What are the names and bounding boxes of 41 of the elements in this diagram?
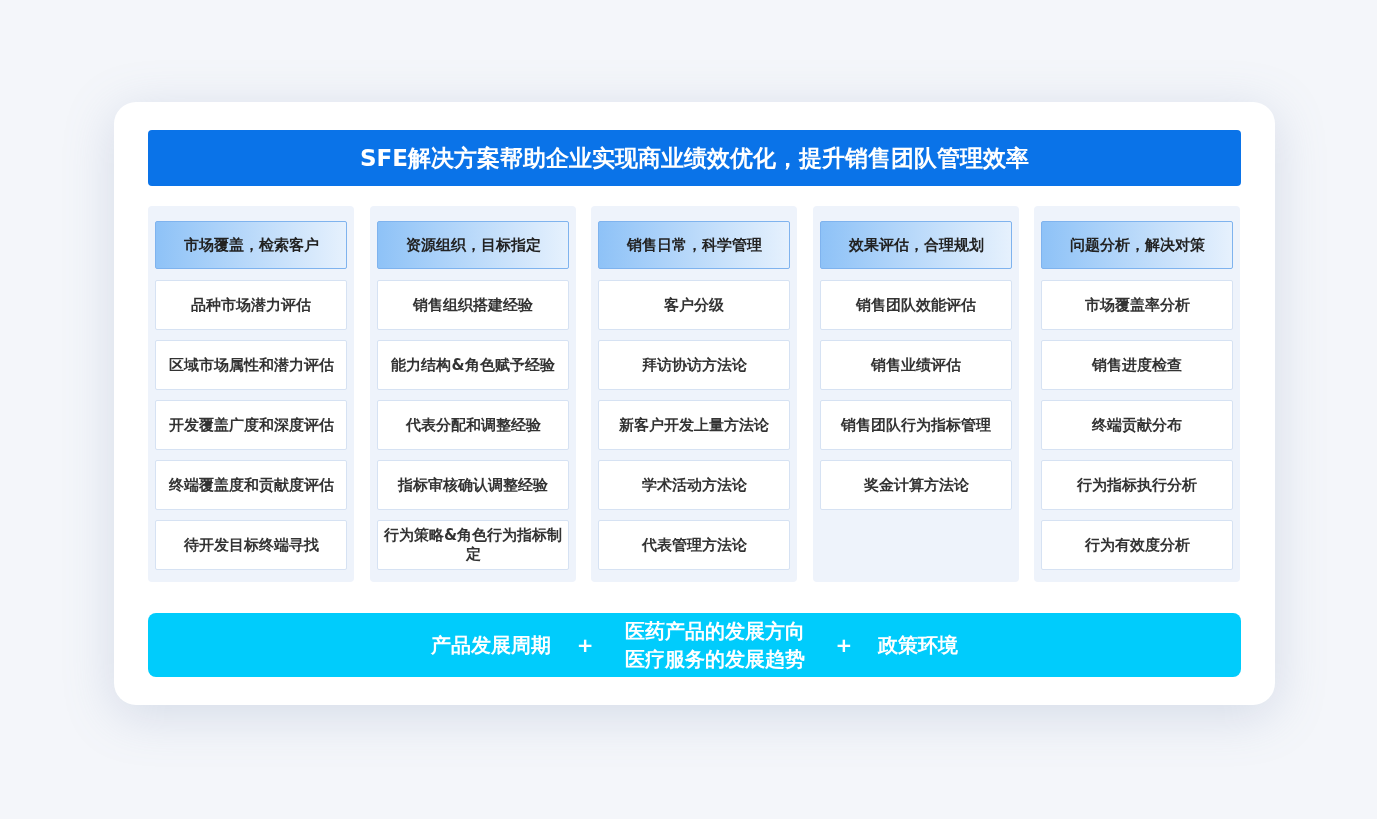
plus-sign: + [835,632,853,659]
item-box: 销售团队效能评估 [820,280,1012,330]
item-box: 终端贡献分布 [1041,400,1233,450]
item-box: 学术活动方法论 [598,460,790,510]
item-box: 市场覆盖率分析 [1041,280,1233,330]
item-box: 终端覆盖度和贡献度评估 [155,460,347,510]
item-box: 销售组织搭建经验 [377,280,569,330]
column-header: 资源组织，目标指定 [377,221,569,269]
item-box: 销售进度检查 [1041,340,1233,390]
item-box: 代表分配和调整经验 [377,400,569,450]
factor-text: 产品发展周期 [430,632,551,659]
item-box: 客户分级 [598,280,790,330]
column-panel [813,206,1019,582]
item-box: 区域市场属性和潜力评估 [155,340,347,390]
item-box: 开发覆盖广度和深度评估 [155,400,347,450]
item-box: 新客户开发上量方法论 [598,400,790,450]
item-box: 行为有效度分析 [1041,520,1233,570]
item-box: 行为策略&角色行为指标制定 [377,520,569,570]
item-box: 奖金计算方法论 [820,460,1012,510]
column-header: 效果评估，合理规划 [820,221,1012,269]
factor-text: 政策环境 [878,632,959,659]
column-panel [370,206,576,582]
factor-text: 医药产品的发展方向医疗服务的发展趋势 [623,618,806,673]
item-box: 销售业绩评估 [820,340,1012,390]
column-header: 销售日常，科学管理 [598,221,790,269]
item-box: 代表管理方法论 [598,520,790,570]
plus-sign: + [576,632,594,659]
item-box: 拜访协访方法论 [598,340,790,390]
item-box: 待开发目标终端寻找 [155,520,347,570]
footer-band [148,613,1241,677]
item-box: 品种市场潜力评估 [155,280,347,330]
column-panel [1034,206,1240,582]
item-box: 销售团队行为指标管理 [820,400,1012,450]
item-box: 能力结构&角色赋予经验 [377,340,569,390]
title-banner: SFE解决方案帮助企业实现商业绩效优化，提升销售团队管理效率 [148,130,1241,186]
column-header: 问题分析，解决对策 [1041,221,1233,269]
column-panel [148,206,354,582]
column-header: 市场覆盖，检索客户 [155,221,347,269]
column-panel [591,206,797,582]
item-box: 指标审核确认调整经验 [377,460,569,510]
item-box: 行为指标执行分析 [1041,460,1233,510]
